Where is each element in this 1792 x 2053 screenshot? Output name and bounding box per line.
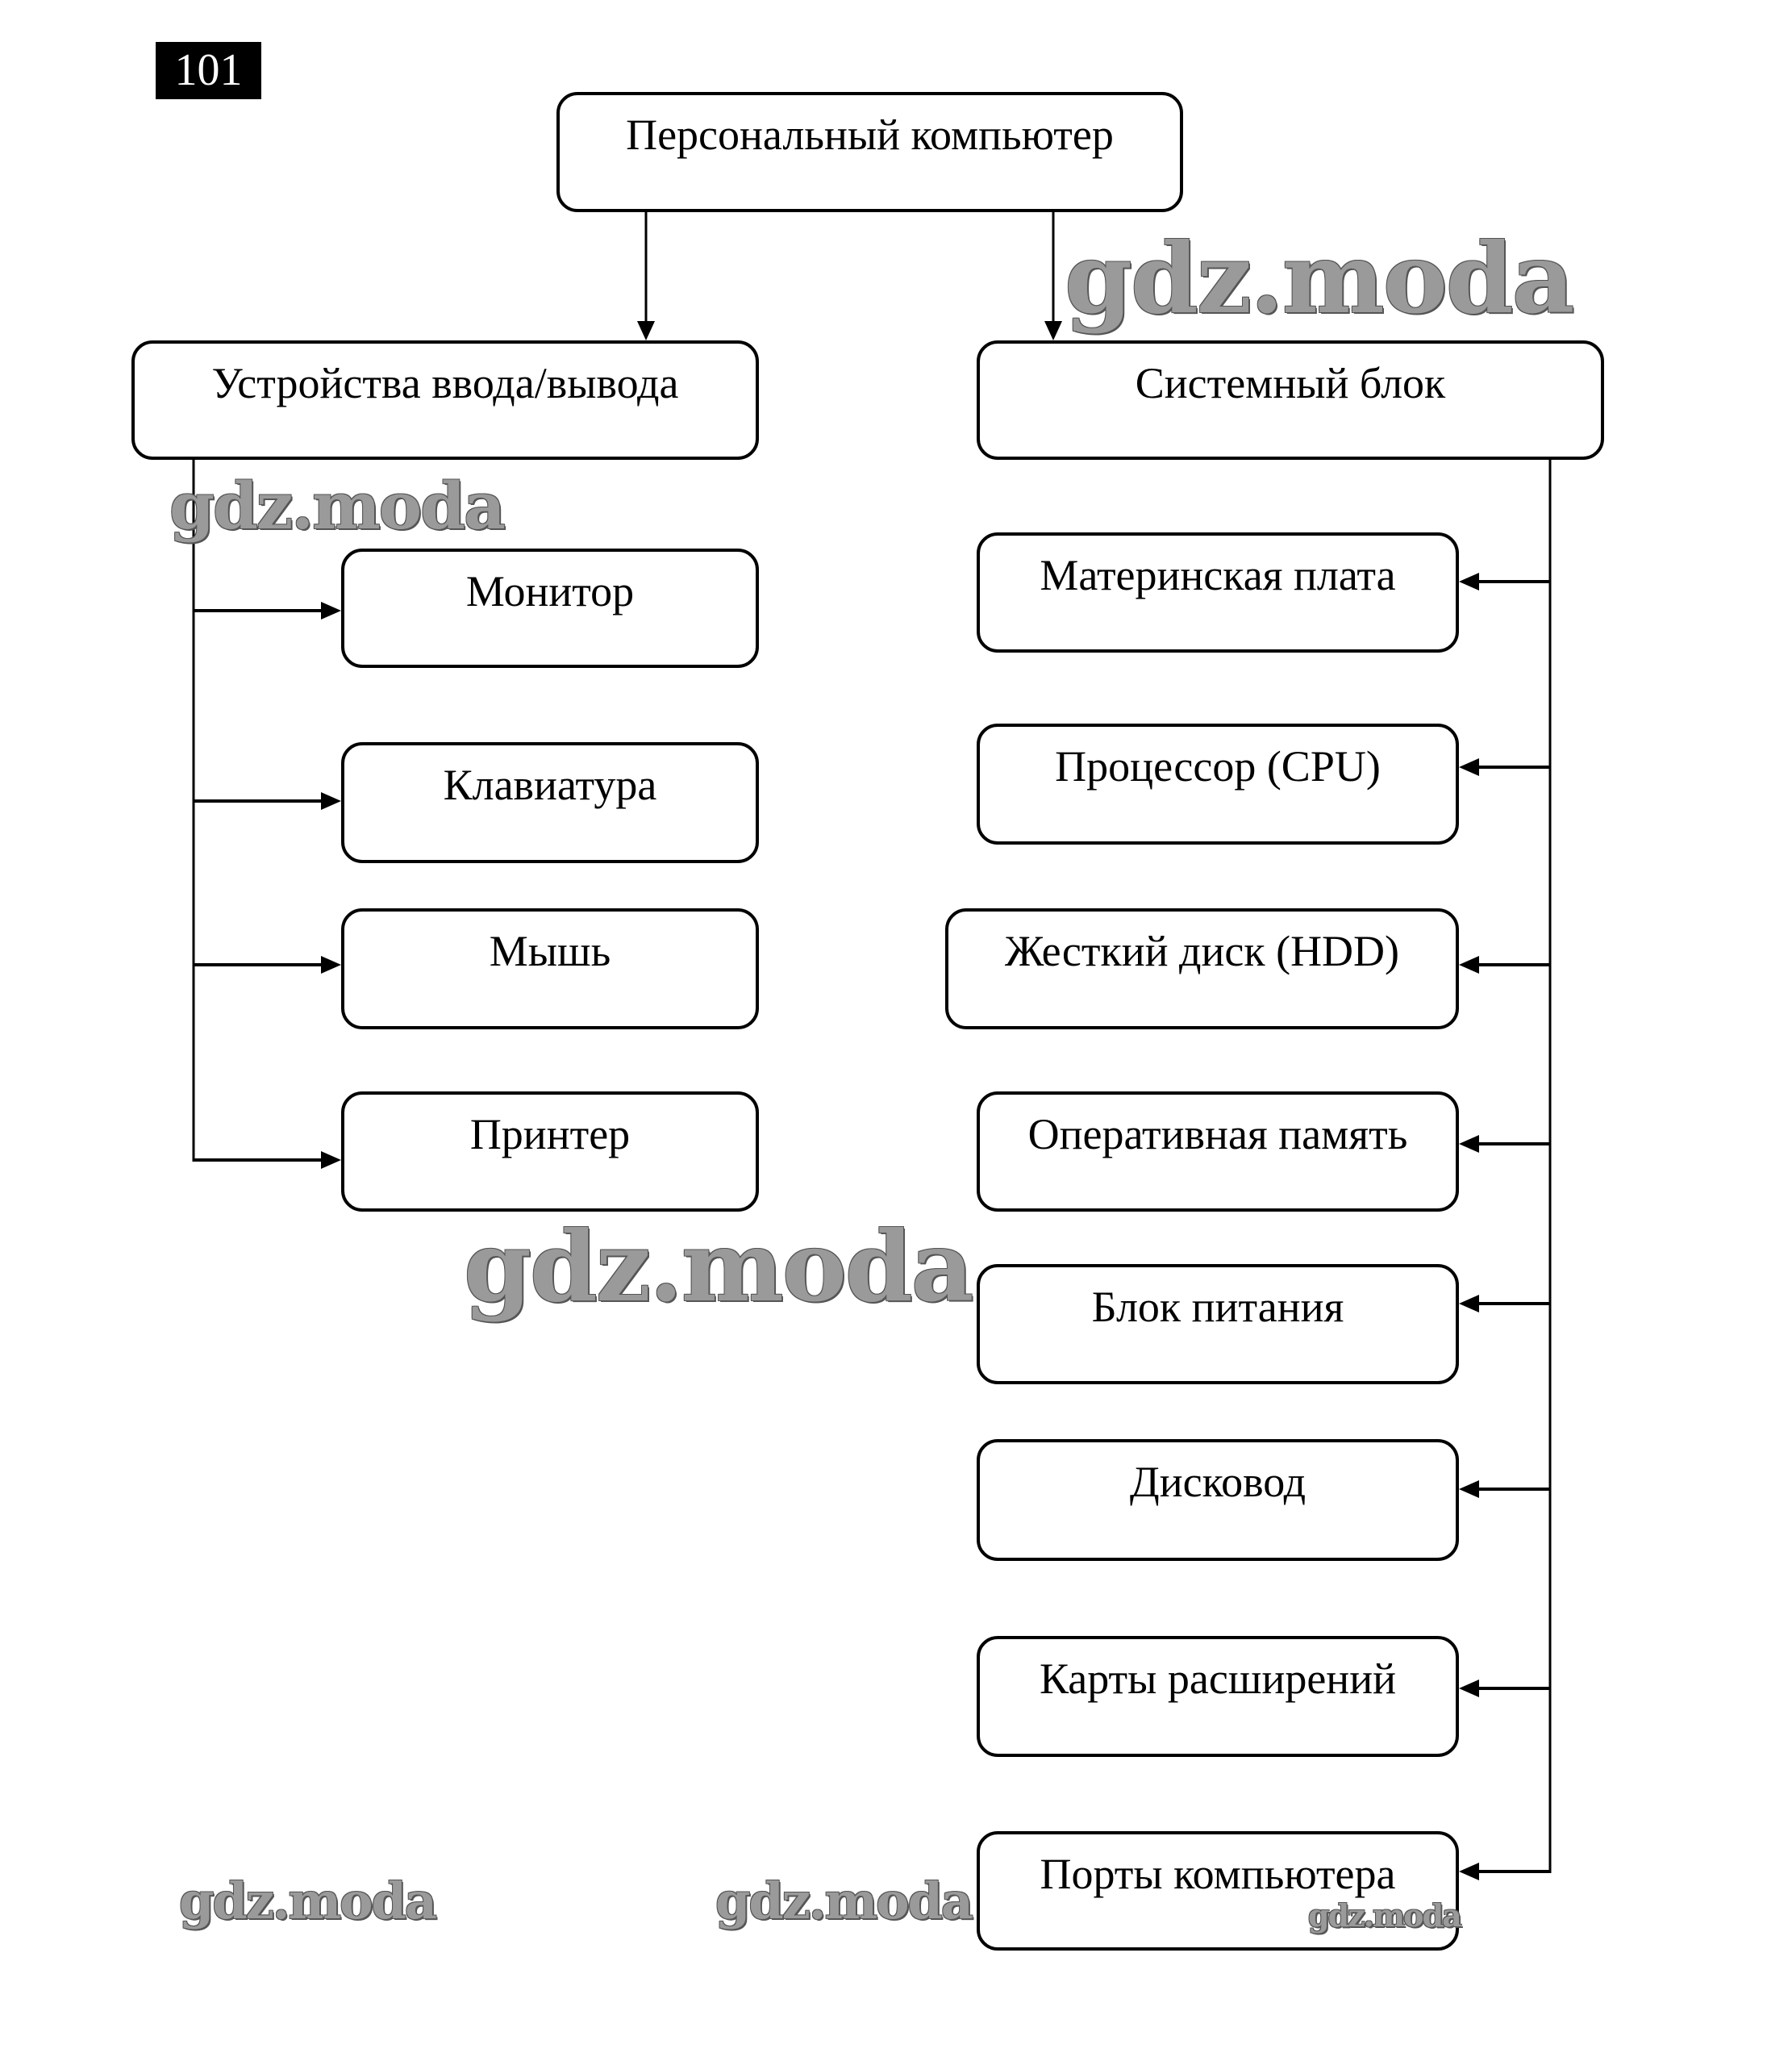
arrowhead-right: [321, 956, 341, 974]
watermark: gdz.moda: [464, 1210, 973, 1324]
sys-node-hdd: Жесткий диск (HDD): [945, 908, 1459, 1029]
arrowhead-io: [637, 321, 655, 340]
sys-node-cpu: Процессор (CPU): [977, 724, 1459, 845]
watermark: gdz.moda: [1065, 222, 1574, 336]
arrowhead-right: [321, 792, 341, 810]
arrowhead-sysunit: [1044, 321, 1062, 340]
arrowhead-left: [1459, 758, 1479, 776]
branch-node-system-unit: Системный блок: [977, 340, 1604, 460]
sys-node-ram: Оперативная память: [977, 1091, 1459, 1212]
sys-node-psu: Блок питания: [977, 1264, 1459, 1384]
root-node-personal-computer: Персональный компьютер: [556, 92, 1183, 212]
watermark: gdz.moda: [169, 468, 506, 544]
arrowhead-left: [1459, 1135, 1479, 1153]
sys-node-expansion-cards: Карты расширений: [977, 1636, 1459, 1757]
watermark: gdz.moda: [179, 1871, 437, 1930]
arrowhead-left: [1459, 956, 1479, 974]
page-number: 101: [156, 42, 261, 99]
watermark: gdz.moda: [715, 1871, 973, 1930]
io-node-monitor: Монитор: [341, 549, 759, 668]
arrowhead-left: [1459, 1863, 1479, 1880]
arrowhead-right: [321, 1151, 341, 1169]
io-node-mouse: Мышь: [341, 908, 759, 1029]
io-node-printer: Принтер: [341, 1091, 759, 1212]
arrowhead-right: [321, 602, 341, 620]
arrowhead-left: [1459, 1295, 1479, 1312]
arrowhead-left: [1459, 573, 1479, 590]
watermark: gdz.moda: [1308, 1897, 1462, 1934]
sys-node-motherboard: Материнская плата: [977, 532, 1459, 653]
sys-node-disk-drive: Дисковод: [977, 1439, 1459, 1561]
arrowhead-left: [1459, 1680, 1479, 1697]
arrowhead-left: [1459, 1480, 1479, 1498]
sys-node-ports: Порты компьютера: [977, 1831, 1459, 1951]
branch-node-io-devices: Устройства ввода/вывода: [131, 340, 759, 460]
io-node-keyboard: Клавиатура: [341, 742, 759, 863]
